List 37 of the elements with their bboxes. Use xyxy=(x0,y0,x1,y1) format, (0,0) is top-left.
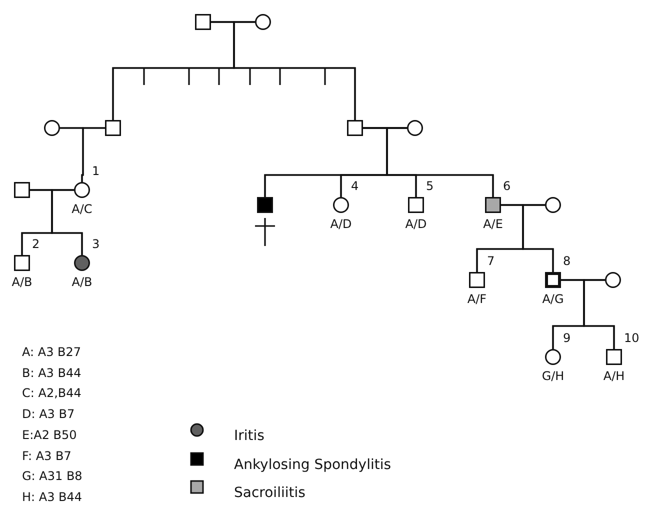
individual-number: 6 xyxy=(503,179,511,193)
individual-number: 2 xyxy=(32,237,40,251)
legend-text: Ankylosing Spondylitis xyxy=(234,457,392,473)
genotype-label: A/D xyxy=(405,217,427,231)
haplotype-key-text: A: A3 B27 xyxy=(22,345,82,359)
pedigree-line xyxy=(386,127,494,197)
legend-text: Iritis xyxy=(234,428,264,444)
pedigree-line xyxy=(522,204,554,272)
genotype-label: A/H xyxy=(603,369,625,383)
genotype-label: G/H xyxy=(542,369,564,383)
haplotype-key-text: F: A3 B7 xyxy=(22,448,72,462)
genotype-label: A/D xyxy=(330,217,352,231)
individual-number: 3 xyxy=(92,237,100,251)
individual-number: 8 xyxy=(563,254,571,268)
genotype-label: A/F xyxy=(467,292,487,306)
genotype-label: A/B xyxy=(72,275,92,289)
haplotype-key-text: D: A3 B7 xyxy=(22,407,75,422)
haplotype-key-text: C: A2,B44 xyxy=(22,386,82,400)
individual-number: 9 xyxy=(563,331,571,345)
genotype-label: A/E xyxy=(483,217,503,231)
individual-number: 5 xyxy=(426,179,434,193)
pedigree-line xyxy=(583,279,615,349)
pedigree-line xyxy=(51,189,83,255)
genotype-label: A/B xyxy=(12,275,32,289)
genotype-label: A/G xyxy=(542,292,564,306)
individual-number: 10 xyxy=(624,331,640,345)
pedigree-line xyxy=(233,21,356,120)
individual-number: 7 xyxy=(487,254,495,268)
legend-text: Sacroiliitis xyxy=(234,485,306,501)
haplotype-key-text: B: A3 B44 xyxy=(22,366,82,380)
haplotype-key-text: G: A31 B8 xyxy=(22,469,82,484)
individual-number: 4 xyxy=(351,179,359,193)
genotype-label: A/C xyxy=(72,202,92,216)
haplotype-key-text: H: A3 B44 xyxy=(22,490,82,504)
pedigree-line xyxy=(81,127,105,182)
haplotype-key-text: E:A2 B50 xyxy=(22,428,77,442)
individual-number: 1 xyxy=(92,164,100,178)
